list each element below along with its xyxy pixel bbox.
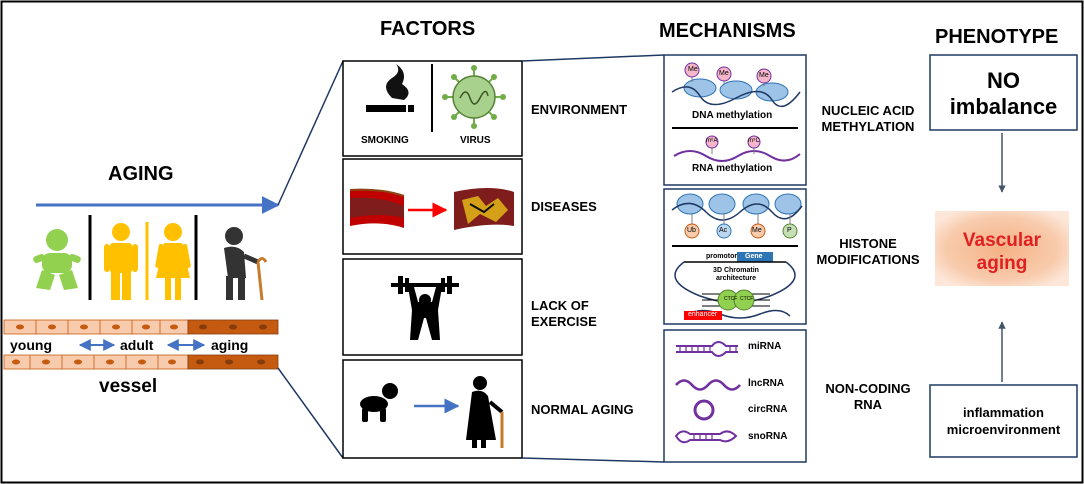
no-imbalance-label: NO imbalance	[930, 68, 1077, 120]
crawling-baby-icon	[360, 383, 398, 422]
nucleic-line1: NUCLEIC ACID	[821, 103, 915, 118]
normal-aging-label: NORMAL AGING	[531, 402, 634, 417]
circrna-icon	[693, 399, 715, 421]
mechanisms-header: MECHANISMS	[659, 20, 796, 42]
inflammation-line1: inflammation	[963, 405, 1044, 420]
me-tag-1: Me	[688, 66, 698, 73]
factors-header: FACTORS	[380, 18, 476, 40]
dna-methylation-art	[671, 62, 801, 108]
smoking-label: SMOKING	[361, 135, 409, 146]
virus-icon	[442, 65, 506, 129]
m5c-tag: m⁵C	[748, 138, 760, 144]
ctcf-tag-1: CTCF	[724, 296, 738, 302]
histone-line2: MODIFICATIONS	[816, 252, 920, 267]
ac-tag: Ac	[719, 227, 728, 234]
vessel-wall-bottom	[3, 354, 279, 370]
inflammation-line2: microenvironment	[946, 422, 1061, 437]
vessel-label: vessel	[99, 376, 158, 397]
chromatin-loop-art	[674, 252, 796, 320]
histone-modifications-label: HISTONE MODIFICATIONS	[808, 236, 928, 268]
baby-icon	[33, 229, 81, 290]
me-tag-3: Me	[759, 72, 769, 79]
snorna-icon	[674, 430, 738, 444]
vascular-aging-label: Vascular aging	[935, 229, 1069, 275]
zoom-line-top	[277, 60, 344, 206]
phenotype-header: PHENOTYPE	[935, 26, 1059, 48]
lack-line2: EXERCISE	[531, 314, 597, 329]
lack-line1: LACK OF	[531, 298, 589, 313]
histone-art	[671, 193, 803, 239]
aging-title: AGING	[108, 163, 174, 185]
vessel-wall-top	[3, 319, 279, 335]
p-tag: P	[787, 227, 792, 234]
ub-tag: Ub	[687, 227, 696, 234]
histone-line1: HISTONE	[839, 236, 897, 251]
elderly-icon	[224, 227, 268, 301]
woman-icon	[155, 223, 191, 300]
atherosclerotic-vessel-icon	[454, 188, 514, 230]
aging-label: aging	[211, 337, 249, 353]
lncrna-icon	[675, 379, 741, 391]
no-line2: imbalance	[949, 94, 1058, 119]
ncrna-line2: RNA	[853, 397, 883, 412]
chromatin-label: 3D Chromatin architecture	[704, 267, 768, 283]
elderly-woman-icon	[466, 376, 504, 448]
enhancer-label: enhancer	[688, 311, 718, 318]
vascular-aging-box	[935, 211, 1069, 286]
young-label: young	[10, 337, 52, 353]
non-coding-rna-label: NON-CODING RNA	[808, 381, 928, 413]
nucleic-acid-methylation-label: NUCLEIC ACID METHYLATION	[808, 103, 928, 135]
environment-label: ENVIRONMENT	[531, 102, 628, 117]
virus-label: VIRUS	[460, 135, 491, 146]
dna-methylation-label: DNA methylation	[692, 110, 773, 121]
ncrna-line1: NON-CODING	[825, 381, 911, 396]
snorna-label: snoRNA	[748, 431, 788, 442]
zoom-line-mech-bottom	[521, 457, 665, 463]
smoking-icon	[366, 64, 414, 112]
promotor-label: promotor	[706, 253, 738, 260]
gene-label: Gene	[745, 253, 763, 260]
healthy-vessel-icon	[349, 188, 405, 228]
me-tag-histone: Me	[752, 227, 762, 234]
lack-of-exercise-label: LACK OF EXERCISE	[531, 298, 597, 330]
rna-methylation-art	[673, 135, 801, 162]
chromatin-line1: 3D Chromatin	[713, 267, 759, 274]
inflammation-label: inflammation microenvironment	[930, 404, 1077, 438]
mirna-icon	[676, 341, 738, 357]
no-imbalance-box	[929, 54, 1078, 131]
man-icon	[104, 223, 138, 300]
chromatin-line2: architecture	[715, 275, 757, 282]
vascular-line1: Vascular	[962, 230, 1042, 251]
mirna-label: miRNA	[748, 341, 782, 352]
me-tag-2: Me	[719, 70, 729, 77]
ctcf-tag-2: CTCF	[740, 296, 754, 302]
adult-label: adult	[120, 337, 154, 353]
diseases-label: DISEASES	[531, 199, 597, 214]
nucleic-line2: METHYLATION	[821, 119, 915, 134]
lncrna-label: lncRNA	[748, 378, 785, 389]
circrna-label: circRNA	[748, 404, 788, 415]
zoom-line-mech-top	[521, 54, 665, 62]
inflammation-box	[929, 384, 1078, 458]
weightlifter-icon	[391, 276, 459, 340]
zoom-line-bottom	[277, 367, 344, 459]
m6a-tag: m⁶A	[706, 138, 718, 144]
vascular-line2: aging	[976, 253, 1028, 274]
no-line1: NO	[987, 68, 1020, 93]
rna-methylation-label: RNA methylation	[692, 163, 773, 174]
nucleic-box	[663, 54, 807, 186]
